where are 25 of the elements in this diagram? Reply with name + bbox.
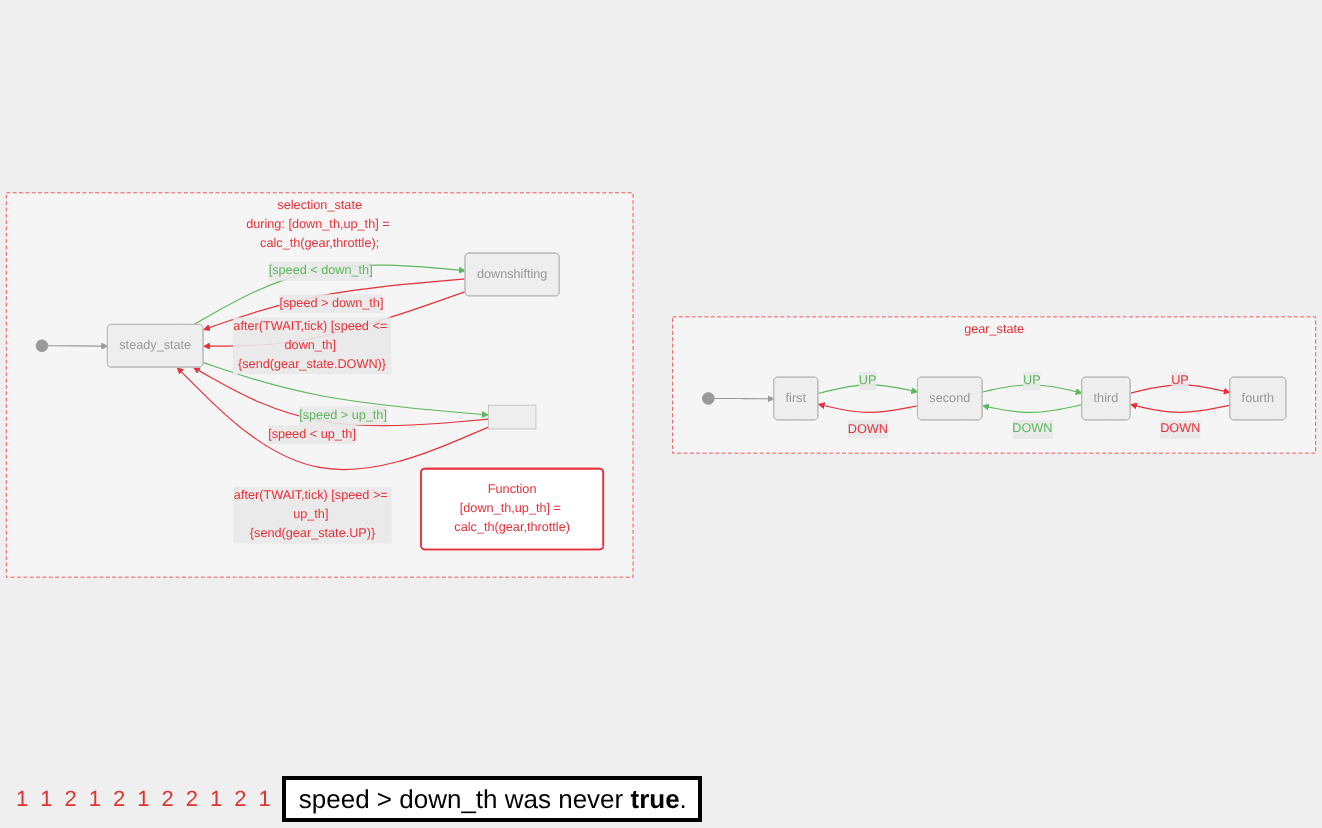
node-box (487, 404, 537, 430)
priority-number: 1 (16, 787, 29, 811)
priority-number: 2 (64, 787, 77, 811)
tooltip-message: speed > down_th was never true. (282, 776, 703, 822)
arrow (817, 402, 919, 413)
arrow (192, 264, 466, 326)
priority-number: 1 (40, 787, 53, 811)
arrow (176, 367, 489, 471)
arrow (982, 403, 1083, 414)
arrow (981, 384, 1083, 396)
priority-number: 1 (210, 787, 223, 811)
priority-number: 1 (258, 787, 271, 811)
priority-number: 2 (234, 787, 247, 811)
arrow (713, 395, 775, 403)
priority-number: 1 (137, 787, 150, 811)
arrow (1130, 402, 1231, 413)
priority-number: 2 (185, 787, 198, 811)
arrow (1129, 384, 1231, 395)
priority-number: 2 (113, 787, 126, 811)
arrow (817, 384, 919, 395)
priority-number: 1 (88, 787, 101, 811)
priority-number: 2 (161, 787, 174, 811)
arrow (203, 278, 466, 331)
arrow (47, 342, 109, 350)
arrow (202, 362, 489, 418)
